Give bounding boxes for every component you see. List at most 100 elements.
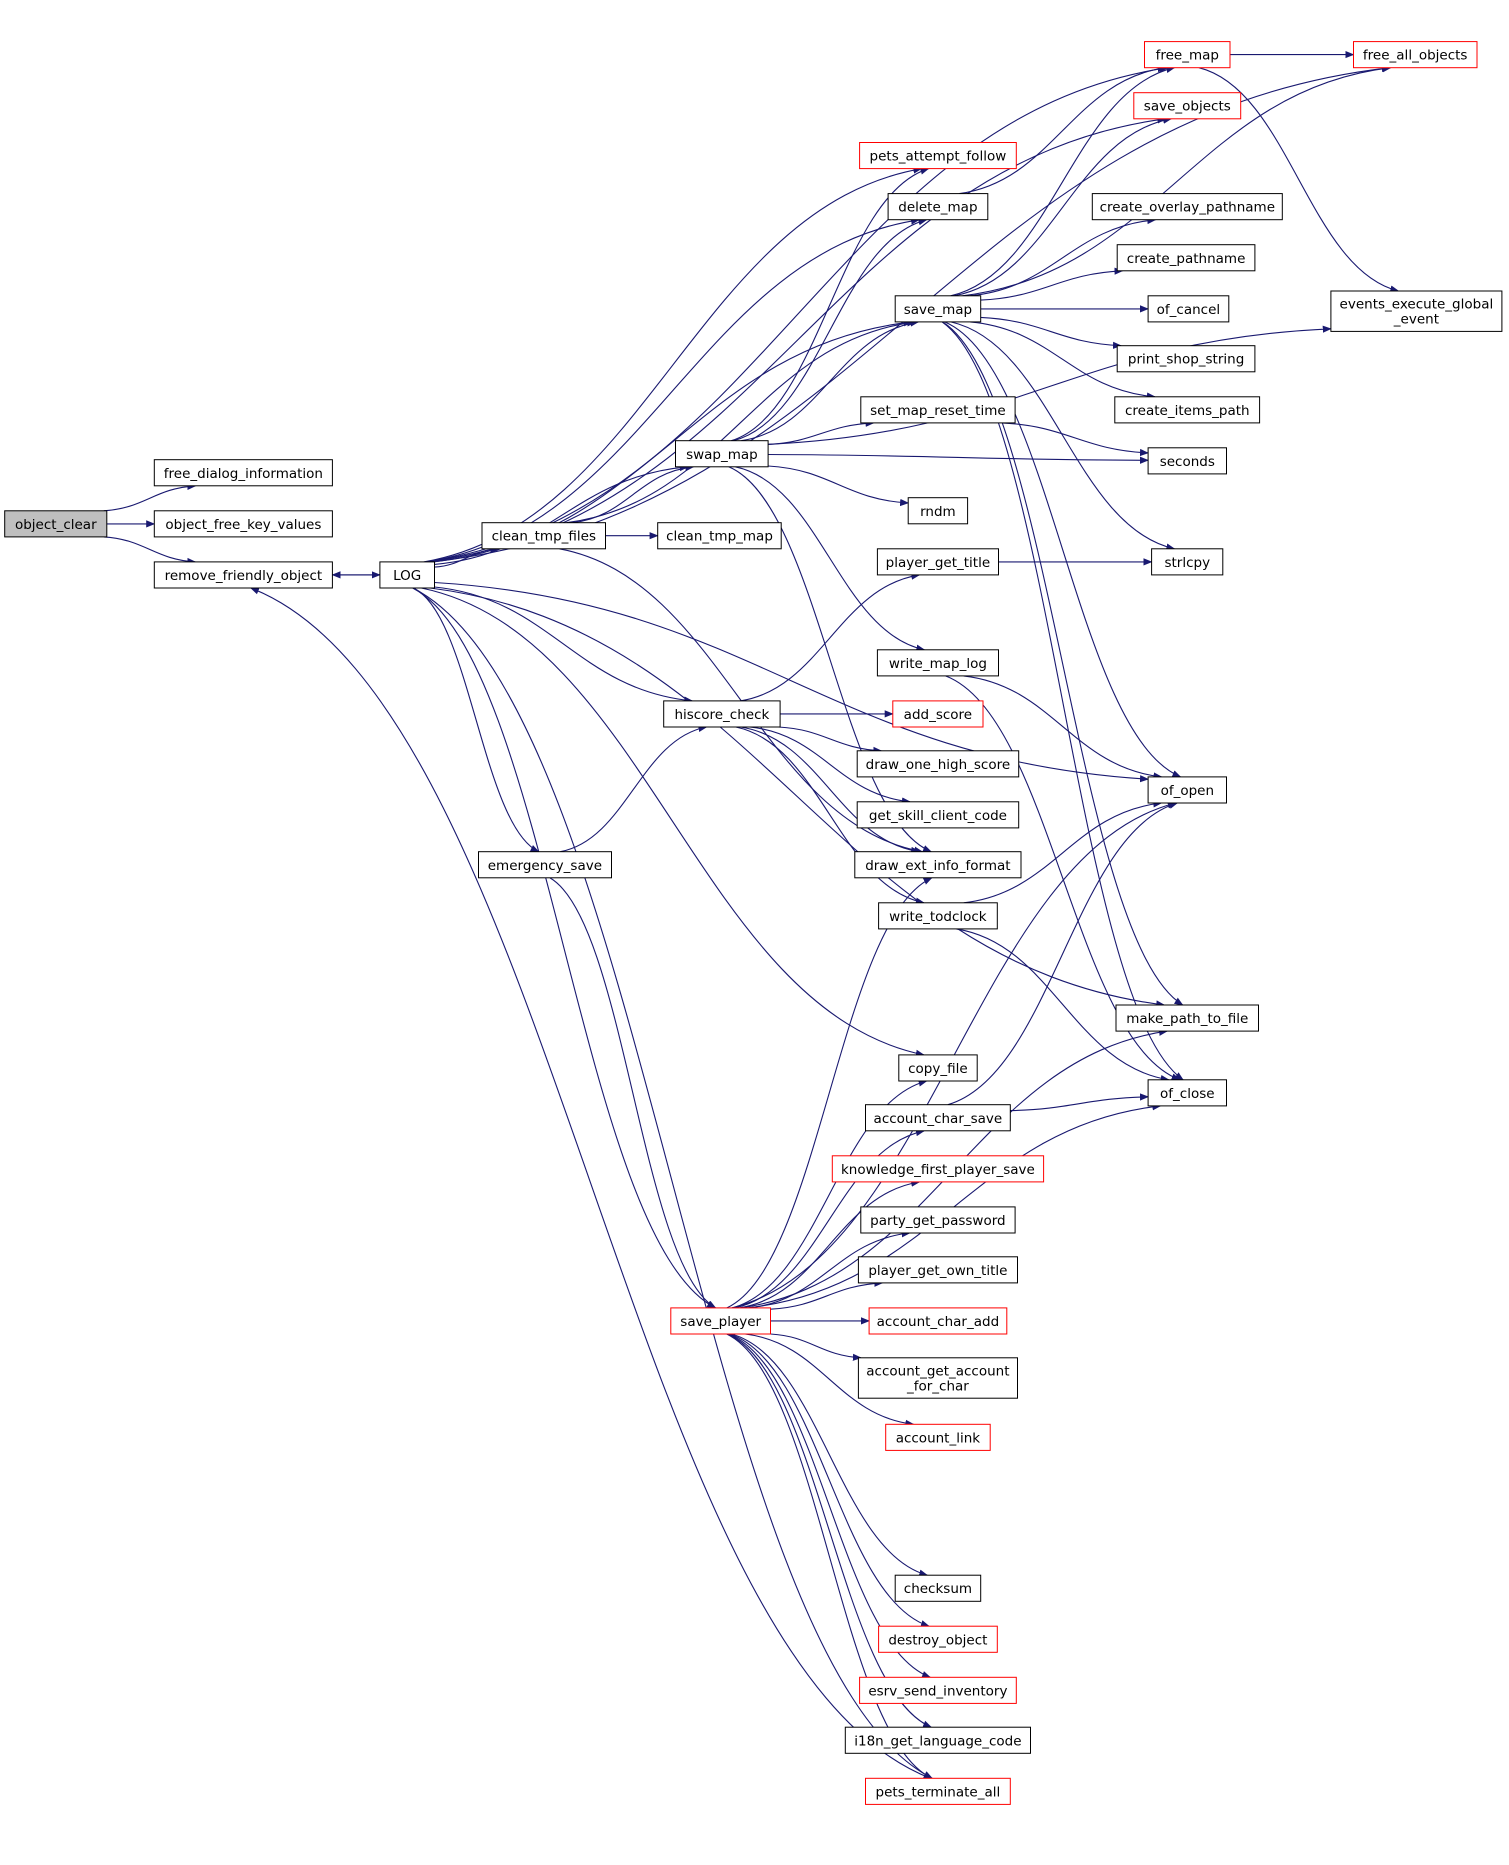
node-draw_ext_info_format[interactable]: draw_ext_info_format: [854, 851, 1022, 879]
node-label: save_objects: [1144, 99, 1231, 115]
node-box: [876, 548, 1000, 576]
node-of_close[interactable]: of_close: [1147, 1079, 1227, 1107]
node-account_char_save[interactable]: account_char_save: [865, 1104, 1011, 1132]
node-label: _event: [1393, 312, 1439, 328]
node-pets_attempt_follow[interactable]: pets_attempt_follow: [859, 142, 1017, 170]
node-of_cancel[interactable]: of_cancel: [1147, 295, 1230, 323]
node-account_link[interactable]: account_link: [885, 1423, 991, 1451]
node-create_items_path[interactable]: create_items_path: [1114, 396, 1261, 424]
node-label: draw_one_high_score: [866, 757, 1011, 773]
node-draw_one_high_score[interactable]: draw_one_high_score: [856, 750, 1020, 778]
node-label: clean_tmp_map: [666, 529, 773, 545]
edge-LOG-to-pets_attempt_follow: [423, 166, 923, 563]
node-write_map_log[interactable]: write_map_log: [876, 649, 1000, 677]
node-object_free_key_values[interactable]: object_free_key_values: [153, 510, 333, 538]
node-save_map[interactable]: save_map: [894, 295, 982, 323]
node-account_get_account_for_char[interactable]: account_get_account_for_char: [857, 1357, 1019, 1399]
edge-swap_map-to-delete_map: [733, 218, 928, 442]
node-seconds[interactable]: seconds: [1147, 447, 1227, 475]
node-print_shop_string[interactable]: print_shop_string: [1116, 345, 1256, 373]
node-get_skill_client_code[interactable]: get_skill_client_code: [856, 801, 1020, 829]
node-label: hiscore_check: [674, 707, 769, 723]
node-label: set_map_reset_time: [870, 403, 1006, 419]
edge-save_map-to-of_open: [944, 321, 1182, 778]
node-esrv_send_inventory[interactable]: esrv_send_inventory: [859, 1676, 1017, 1704]
node-create_overlay_pathname[interactable]: create_overlay_pathname: [1091, 193, 1283, 221]
node-save_objects[interactable]: save_objects: [1133, 92, 1242, 120]
edge-LOG-to-save_objects: [428, 116, 1167, 563]
node-swap_map[interactable]: swap_map: [675, 440, 769, 468]
node-box: [1144, 41, 1231, 69]
node-box: [1151, 548, 1224, 576]
edge-save_map-to-create_overlay_pathname: [969, 216, 1157, 297]
edge-account_char_save-to-of_close: [1010, 1093, 1149, 1112]
node-party_get_password[interactable]: party_get_password: [860, 1206, 1016, 1234]
node-box: [481, 522, 606, 550]
node-box: [894, 1574, 982, 1602]
node-box: [1330, 290, 1503, 332]
edge-save_player-to-checksum: [731, 1333, 929, 1577]
node-label: create_items_path: [1125, 403, 1250, 419]
edge-save_player-to-pets_terminate_all: [726, 1333, 933, 1779]
node-box: [857, 1357, 1019, 1399]
node-checksum[interactable]: checksum: [894, 1574, 982, 1602]
node-box: [907, 497, 969, 525]
node-box: [878, 902, 998, 930]
node-knowledge_first_player_save[interactable]: knowledge_first_player_save: [831, 1155, 1045, 1183]
node-label: rndm: [920, 504, 956, 520]
edge-hiscore_check-to-draw_one_high_score: [778, 726, 883, 754]
node-label: of_open: [1161, 783, 1214, 799]
node-clean_tmp_files[interactable]: clean_tmp_files: [481, 522, 606, 550]
node-label: remove_friendly_object: [165, 568, 323, 584]
node-label: esrv_send_inventory: [868, 1683, 1007, 1699]
node-label: events_execute_global: [1340, 297, 1494, 313]
node-add_score[interactable]: add_score: [892, 700, 984, 728]
node-box: [892, 700, 984, 728]
node-label: emergency_save: [488, 858, 602, 874]
edge-save_map-to-create_items_path: [970, 321, 1156, 400]
edge-save_map-to-make_path_to_file: [942, 321, 1184, 1006]
node-box: [1147, 1079, 1227, 1107]
node-strlcpy[interactable]: strlcpy: [1151, 548, 1224, 576]
node-write_todclock[interactable]: write_todclock: [878, 902, 998, 930]
node-events_execute_global_event[interactable]: events_execute_global_event: [1330, 290, 1503, 332]
node-delete_map[interactable]: delete_map: [887, 193, 989, 221]
node-rndm[interactable]: rndm: [907, 497, 969, 525]
node-player_get_own_title[interactable]: player_get_own_title: [857, 1256, 1019, 1284]
node-label: free_map: [1156, 48, 1219, 64]
node-account_char_add[interactable]: account_char_add: [868, 1307, 1008, 1335]
edge-clean_tmp_files-to-save_map: [566, 319, 917, 524]
node-box: [675, 440, 769, 468]
node-pets_terminate_all[interactable]: pets_terminate_all: [865, 1777, 1011, 1805]
node-box: [1147, 776, 1227, 804]
node-object_clear[interactable]: object_clear: [4, 510, 108, 538]
node-destroy_object[interactable]: destroy_object: [878, 1625, 998, 1653]
node-box: [379, 561, 435, 589]
node-set_map_reset_time[interactable]: set_map_reset_time: [860, 396, 1016, 424]
edge-LOG-to-swap_map: [434, 463, 689, 565]
node-save_player[interactable]: save_player: [670, 1307, 771, 1335]
node-make_path_to_file[interactable]: make_path_to_file: [1115, 1004, 1259, 1032]
node-remove_friendly_object[interactable]: remove_friendly_object: [153, 561, 333, 589]
node-copy_file[interactable]: copy_file: [898, 1054, 978, 1082]
node-i18n_get_language_code[interactable]: i18n_get_language_code: [844, 1726, 1031, 1754]
node-clean_tmp_map[interactable]: clean_tmp_map: [657, 522, 782, 550]
node-label: seconds: [1160, 454, 1215, 470]
node-hiscore_check[interactable]: hiscore_check: [663, 700, 781, 728]
node-emergency_save[interactable]: emergency_save: [478, 851, 612, 879]
node-free_map[interactable]: free_map: [1144, 41, 1231, 69]
node-box: [878, 1625, 998, 1653]
node-box: [894, 295, 982, 323]
node-box: [1091, 193, 1283, 221]
edge-object_clear-to-free_dialog_information: [103, 482, 197, 512]
node-player_get_title[interactable]: player_get_title: [876, 548, 1000, 576]
node-box: [153, 459, 333, 487]
node-LOG[interactable]: LOG: [379, 561, 435, 589]
node-free_all_objects[interactable]: free_all_objects: [1353, 41, 1478, 69]
edge-swap_map-to-set_map_reset_time: [768, 419, 875, 445]
node-label: save_map: [904, 302, 972, 318]
node-of_open[interactable]: of_open: [1147, 776, 1227, 804]
node-create_pathname[interactable]: create_pathname: [1116, 244, 1256, 272]
node-free_dialog_information[interactable]: free_dialog_information: [153, 459, 333, 487]
node-box: [885, 1423, 991, 1451]
